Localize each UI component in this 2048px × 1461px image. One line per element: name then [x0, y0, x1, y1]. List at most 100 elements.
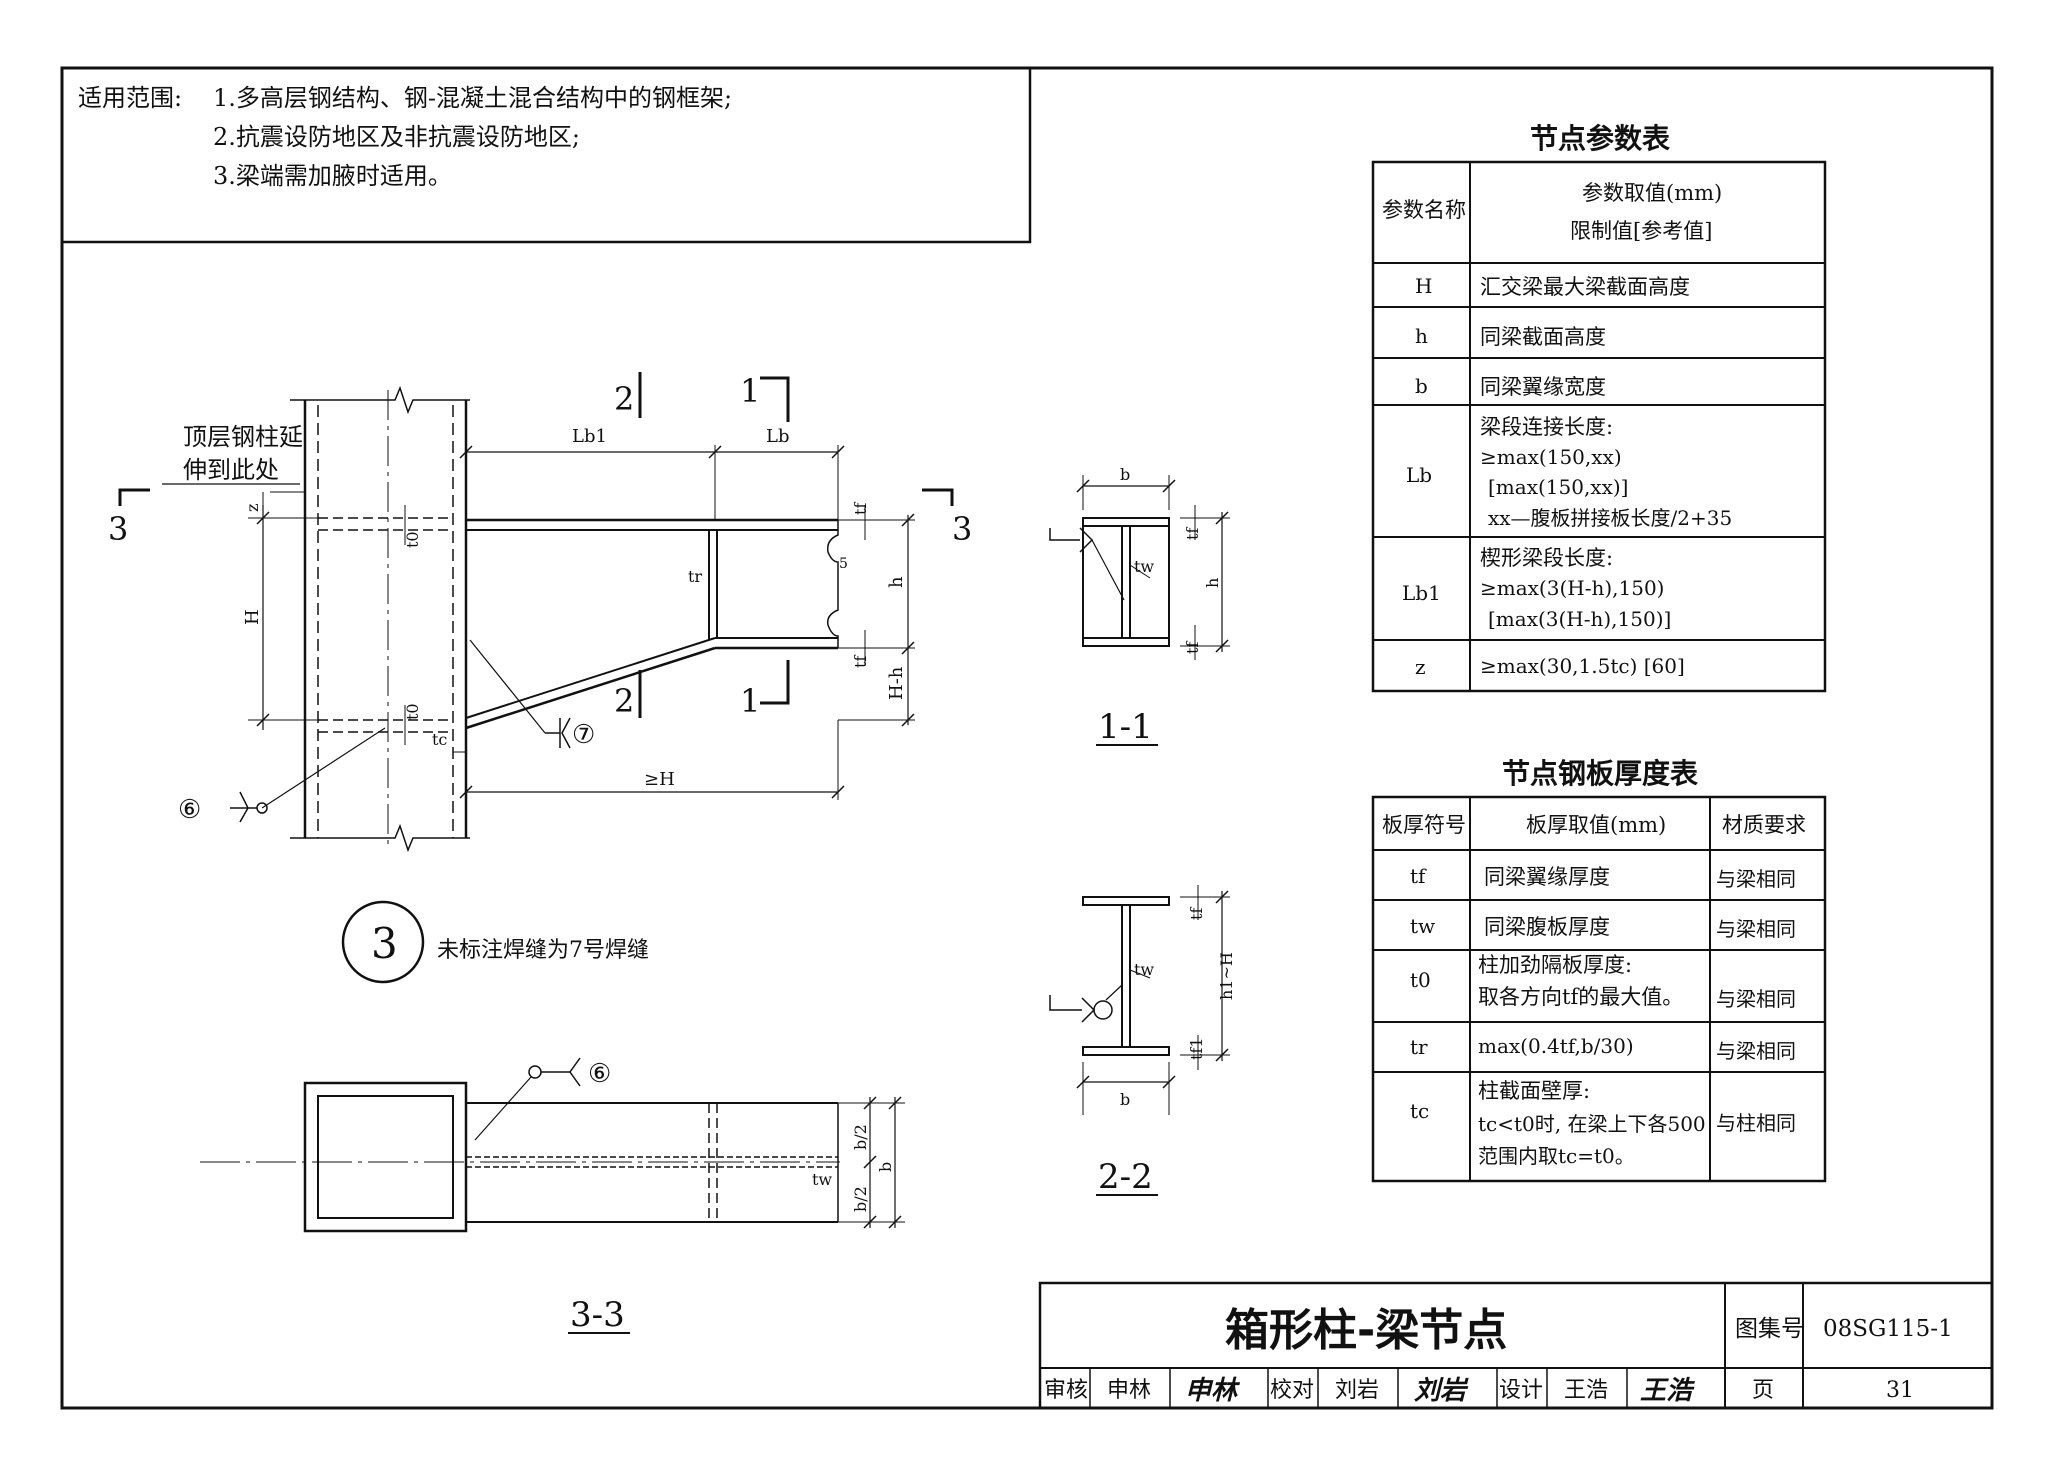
scope-item-3: 3.梁端需加腋时适用。: [213, 162, 452, 190]
detail-number: 3: [371, 919, 398, 968]
section-3-3: [200, 1057, 905, 1334]
plate-table-title: 节点钢板厚度表: [1502, 757, 1698, 790]
section-2-2-tf-top: tf: [1187, 907, 1206, 920]
plate-head-mat: 材质要求: [1722, 813, 1806, 837]
param-row-name: h: [1415, 324, 1428, 348]
plate-row-mat: 与梁相同: [1716, 987, 1796, 1011]
param-head-value-1: 参数取值(mm): [1582, 181, 1722, 205]
scope-item-2: 2.抗震设防地区及非抗震设防地区;: [213, 123, 580, 151]
section-1-1-h: h: [1203, 578, 1222, 588]
scope-box: 适用范围: 1.多高层钢结构、钢-混凝土混合结构中的钢框架; 2.抗震设防地区及…: [60, 66, 1032, 244]
plate-row-value: 柱加劲隔板厚度:: [1478, 953, 1632, 977]
check-signature: 刘岩: [1414, 1376, 1469, 1406]
param-row-value: 同梁截面高度: [1480, 325, 1606, 349]
section-1-1-b: b: [1120, 465, 1130, 484]
detail-number-circle: [341, 900, 425, 984]
design-label: 设计: [1499, 1378, 1543, 1403]
plate-row-value: 同梁腹板厚度: [1484, 915, 1610, 939]
section-2-2-tw: tw: [1134, 960, 1154, 979]
elevation-detail: [118, 372, 954, 984]
section-1-1-tw: tw: [1134, 557, 1154, 576]
param-row-name: b: [1415, 374, 1428, 398]
section-3-3-b2-top: b/2: [851, 1124, 870, 1150]
section-2-2-title: 2-2: [1098, 1157, 1153, 1197]
dim-z: z: [243, 504, 262, 512]
param-row-name: Lb: [1406, 463, 1432, 487]
plate-row-value: 柱截面壁厚:: [1478, 1079, 1590, 1103]
plate-row-mat: 与梁相同: [1716, 1039, 1796, 1063]
section-mark-1-bot: 1: [740, 682, 760, 720]
section-1-1-tf-top: tf: [1183, 527, 1202, 540]
check-label: 校对: [1270, 1378, 1314, 1403]
section-3-3-labels: ⑥ b/2 b/2 b tw 3-3: [570, 1059, 895, 1335]
dim-ge-h: ≥H: [644, 769, 675, 790]
section-mark-2-top: 2: [614, 380, 634, 418]
plate-row-mat: 与梁相同: [1716, 867, 1796, 891]
section-1-1-title: 1-1: [1098, 707, 1153, 747]
dim-tc: tc: [432, 730, 447, 749]
section-2-2-b: b: [1120, 1090, 1130, 1109]
scope-label: 适用范围:: [78, 84, 182, 112]
elevation-labels: 顶层钢柱延 伸到此处 1 1 2 2 3 3 Lb1 Lb ≥H H h H-h…: [108, 372, 972, 968]
dim-lb: Lb: [766, 426, 789, 447]
section-mark-1-top: 1: [740, 372, 760, 410]
title-block: 箱形柱-梁节点 图集号 08SG115-1 审核 申林 申林 校对 刘岩 刘岩 …: [1038, 1281, 1994, 1410]
param-row-value: xx—腹板拼接板长度/2+35: [1488, 506, 1732, 530]
param-row-value: 梁段连接长度:: [1480, 415, 1613, 439]
section-mark-3-left: 3: [108, 510, 128, 548]
design-name: 王浩: [1564, 1378, 1608, 1403]
plate-table: 节点钢板厚度表 板厚符号 板厚取值(mm) 材质要求 tf 同梁翼缘厚度 与梁相…: [1371, 757, 1827, 1183]
review-label: 审核: [1044, 1378, 1088, 1403]
atlas-label: 图集号: [1735, 1316, 1804, 1342]
detail-note: 未标注焊缝为7号焊缝: [437, 938, 649, 963]
param-row-value: 同梁翼缘宽度: [1480, 375, 1606, 399]
section-mark-3-right: 3: [952, 510, 972, 548]
scope-item-1: 1.多高层钢结构、钢-混凝土混合结构中的钢框架;: [213, 84, 732, 112]
review-signature: 申林: [1185, 1376, 1241, 1406]
dim-5: 5: [839, 556, 848, 572]
param-row-name: z: [1415, 655, 1426, 679]
dim-h-right: h: [886, 576, 907, 588]
dim-h-minus-h: H-h: [886, 666, 907, 700]
weld-7-label: ⑦: [572, 720, 595, 750]
section-3-3-b: b: [876, 1162, 895, 1172]
param-table-title: 节点参数表: [1530, 122, 1670, 155]
plate-row-value: max(0.4tf,b/30): [1478, 1034, 1634, 1058]
param-table: 节点参数表 参数名称 参数取值(mm) 限制值[参考值] H 汇交梁最大梁截面高…: [1371, 122, 1827, 693]
dim-h-left: H: [242, 609, 263, 625]
dim-tr: tr: [688, 567, 702, 586]
param-row-value: [max(3(H-h),150)]: [1488, 607, 1671, 631]
param-row-value: [max(150,xx)]: [1488, 475, 1628, 499]
param-row-name: H: [1415, 274, 1432, 298]
section-3-3-tw: tw: [812, 1170, 832, 1189]
design-signature: 王浩: [1640, 1376, 1695, 1406]
section-3-3-b2-bot: b/2: [851, 1186, 870, 1212]
section-2-2-tf1: tf1: [1187, 1037, 1206, 1060]
dim-tf-bot: tf: [851, 655, 870, 668]
plate-head-val: 板厚取值(mm): [1526, 813, 1666, 837]
top-column-note-line2: 伸到此处: [183, 456, 279, 484]
drawing-title: 箱形柱-梁节点: [1225, 1305, 1507, 1356]
section-2-2: [1049, 885, 1230, 1196]
page-number: 31: [1886, 1378, 1914, 1403]
plate-row-sym: tw: [1410, 914, 1435, 938]
section-1-1-tf-bot: tf: [1183, 641, 1202, 654]
dim-tf-top: tf: [851, 502, 870, 515]
section-3-3-weld6: ⑥: [588, 1059, 611, 1089]
section-1-1-labels: b tw tf tf h 1-1: [1098, 465, 1222, 747]
top-column-note-line1: 顶层钢柱延: [183, 423, 303, 451]
param-row-value: ≥max(150,xx): [1480, 445, 1622, 469]
section-mark-2-bot: 2: [614, 682, 634, 720]
dim-t0-bot: t0: [403, 703, 422, 720]
dim-t0-top: t0: [403, 531, 422, 548]
section-2-2-h1H: h1~H: [1217, 952, 1236, 1000]
plate-row-mat: 与梁相同: [1716, 917, 1796, 941]
param-head-value-2: 限制值[参考值]: [1570, 219, 1712, 243]
review-name: 申林: [1107, 1378, 1151, 1403]
plate-head-sym: 板厚符号: [1382, 813, 1466, 837]
plate-row-value: 范围内取tc=t0。: [1478, 1144, 1635, 1168]
drawing-frame: [60, 66, 1994, 1410]
atlas-number: 08SG115-1: [1823, 1316, 1953, 1342]
section-1-1: [1049, 475, 1230, 746]
